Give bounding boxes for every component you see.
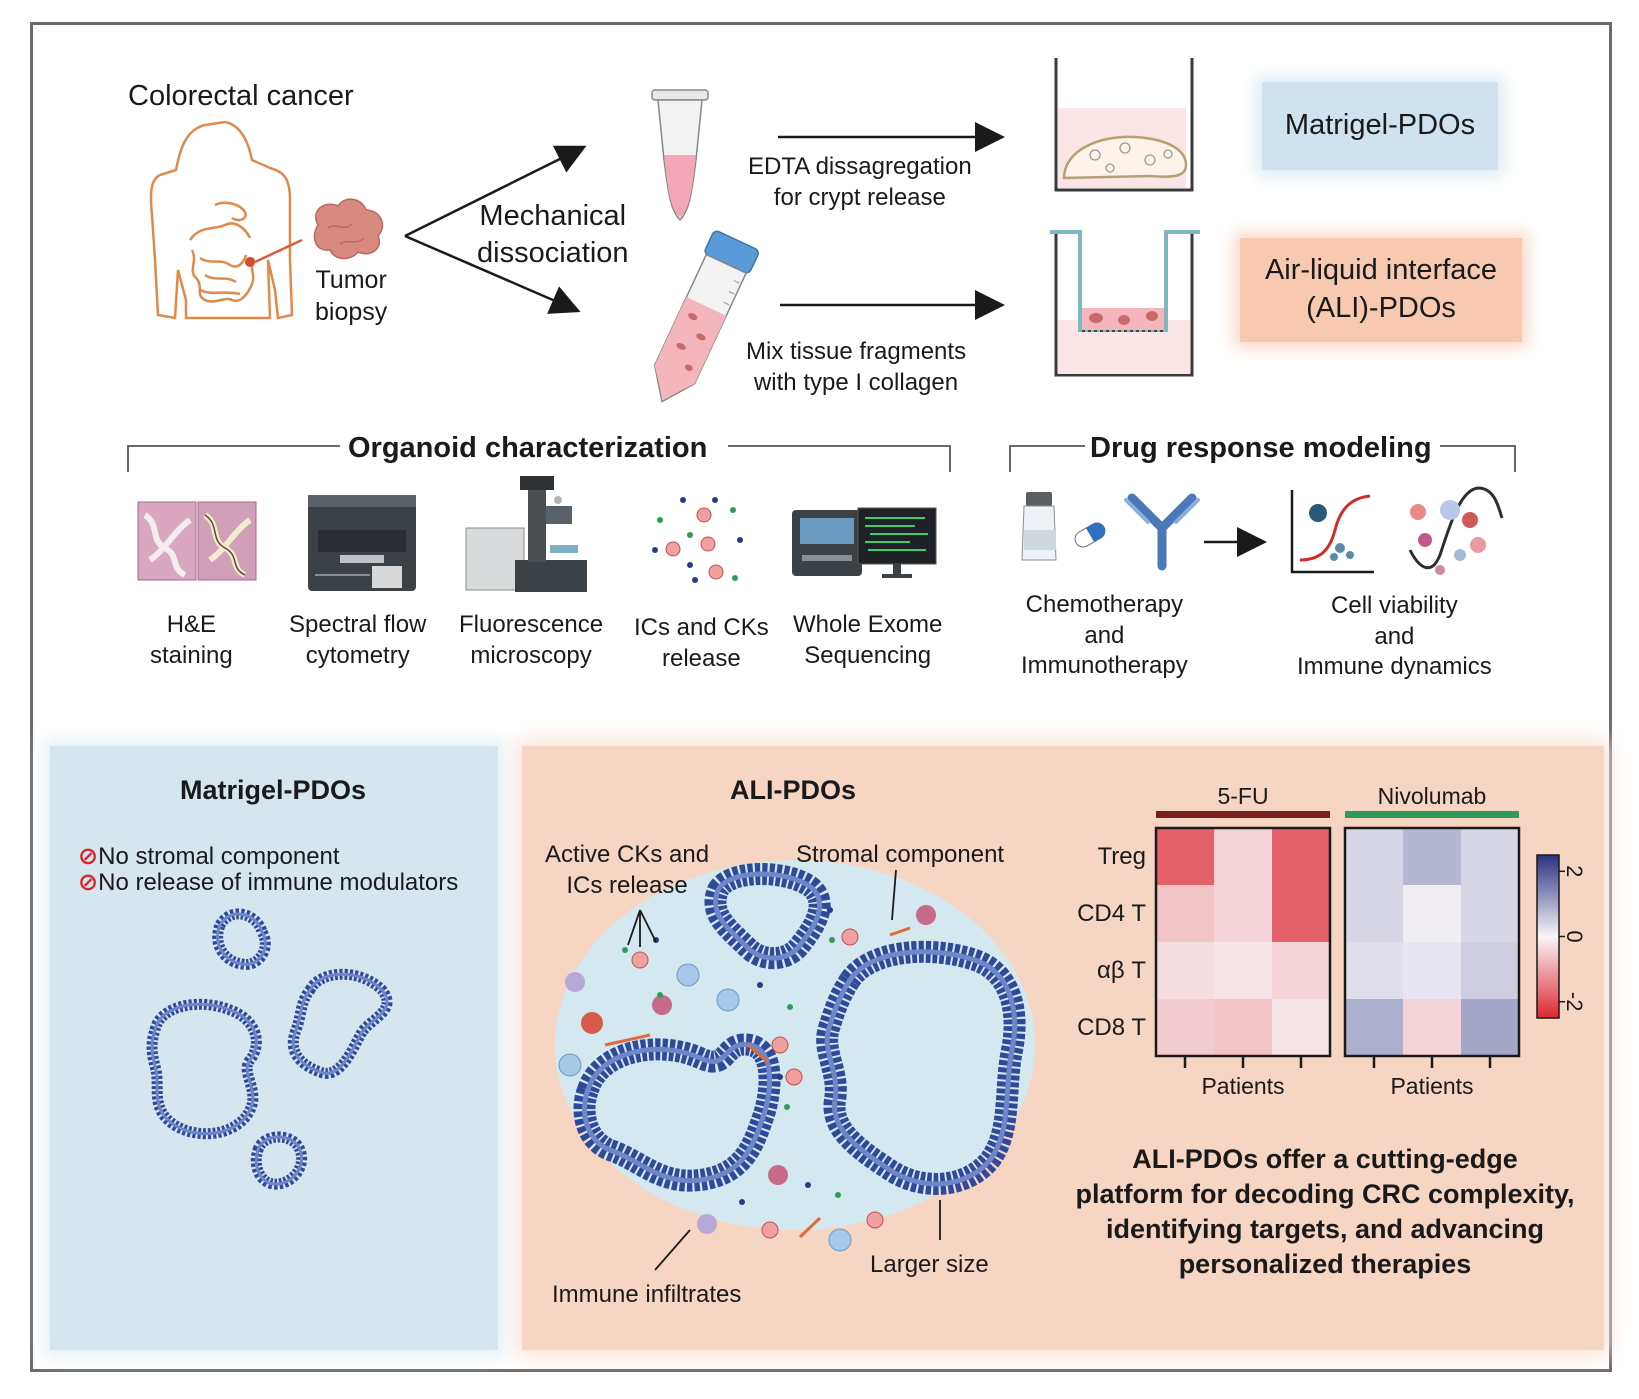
colorbar-tick-label: 0 [1562, 930, 1587, 942]
tumor-biopsy-icon [313, 198, 384, 260]
heatmap-row-label: CD8 T [1077, 1014, 1146, 1041]
matrigel-bullet-1: ⊘No stromal component [78, 843, 340, 870]
he-staining-icon [137, 501, 257, 581]
vial-icon [1021, 492, 1057, 561]
heatmap-cell [1272, 999, 1330, 1056]
heatmap-cell [1156, 828, 1214, 885]
heatmap-cell [1403, 942, 1461, 999]
heatmap-cell [1345, 942, 1403, 999]
colorbar [1536, 854, 1560, 1019]
viability-curve-icon [1290, 490, 1374, 574]
heatmap-row-label: CD4 T [1077, 900, 1146, 927]
larger-size-annotation: Larger size [870, 1251, 989, 1278]
matrigel-bullet-2: ⊘No release of immune modulators [78, 869, 459, 896]
heatmap-cell [1214, 828, 1272, 885]
heatmap-cell [1345, 999, 1403, 1056]
colorectal-cancer-label: Colorectal cancer [128, 80, 354, 112]
heatmap-row-label: Treg [1098, 843, 1146, 870]
heatmap-panel-bar [1156, 811, 1330, 818]
heatmap-cell [1403, 885, 1461, 942]
ali-pdos-box: Air-liquid interface(ALI)-PDOs [1240, 238, 1522, 342]
no-icon: ⊘ [78, 843, 99, 870]
colorbar-tick-label: 2 [1562, 865, 1587, 877]
heatmap-cell [1214, 885, 1272, 942]
heatmap-cell [1156, 999, 1214, 1056]
microscope-icon [465, 476, 587, 592]
heatmap-cell [1214, 942, 1272, 999]
heatmap-panel-title: 5-FU [1217, 783, 1268, 809]
stromal-annotation: Stromal component [796, 841, 1005, 868]
capsule-icon [1074, 522, 1106, 548]
heatmap-cell [1214, 999, 1272, 1056]
heatmap-cell [1461, 942, 1519, 999]
organoid-characterization-header: Organoid characterization [348, 432, 708, 464]
heatmap-panel-bar [1345, 811, 1519, 818]
conclusion-text: ALI-PDOs offer a cutting-edge platform f… [1075, 1144, 1575, 1280]
colorbar-tick-label: -2 [1562, 992, 1587, 1012]
sequencer-icon [792, 507, 937, 578]
figure-frame [30, 22, 1612, 1372]
falcon-tube-icon [653, 230, 759, 403]
drug-response-header: Drug response modeling [1090, 432, 1432, 464]
heatmap-cell [1461, 999, 1519, 1056]
matrigel-well-icon [1054, 58, 1194, 192]
heatmap-x-label: Patients [1390, 1073, 1473, 1099]
ali-well-icon [1050, 230, 1200, 377]
matrigel-panel [50, 746, 498, 1350]
heatmap-cell [1272, 942, 1330, 999]
heatmap-x-label: Patients [1201, 1073, 1284, 1099]
immune-dynamics-icon [1408, 486, 1504, 575]
ali-panel-title: ALI-PDOs [730, 775, 857, 805]
antibody-icon [1124, 493, 1200, 571]
heatmap-panel-title: Nivolumab [1378, 783, 1487, 809]
flow-cytometer-icon [308, 495, 416, 591]
heatmap-cell [1345, 828, 1403, 885]
heatmap-cell [1345, 885, 1403, 942]
heatmap-cell [1461, 885, 1519, 942]
heatmap-cell [1156, 942, 1214, 999]
heatmap-cell [1272, 828, 1330, 885]
heatmap-row-label: αβ T [1097, 957, 1146, 984]
heatmap-cell [1403, 999, 1461, 1056]
matrigel-panel-title: Matrigel-PDOs [180, 775, 367, 805]
heatmap-cell [1156, 885, 1214, 942]
immune-annotation: Immune infiltrates [552, 1281, 742, 1308]
heatmap-cell [1272, 885, 1330, 942]
no-icon: ⊘ [78, 869, 99, 896]
heatmap-cell [1461, 828, 1519, 885]
matrigel-pdos-box: Matrigel-PDOs [1262, 82, 1498, 170]
cytokine-dots-icon [652, 497, 743, 583]
human-body-icon [149, 120, 294, 320]
heatmap-cell [1403, 828, 1461, 885]
eppendorf-tube-icon [651, 89, 709, 222]
